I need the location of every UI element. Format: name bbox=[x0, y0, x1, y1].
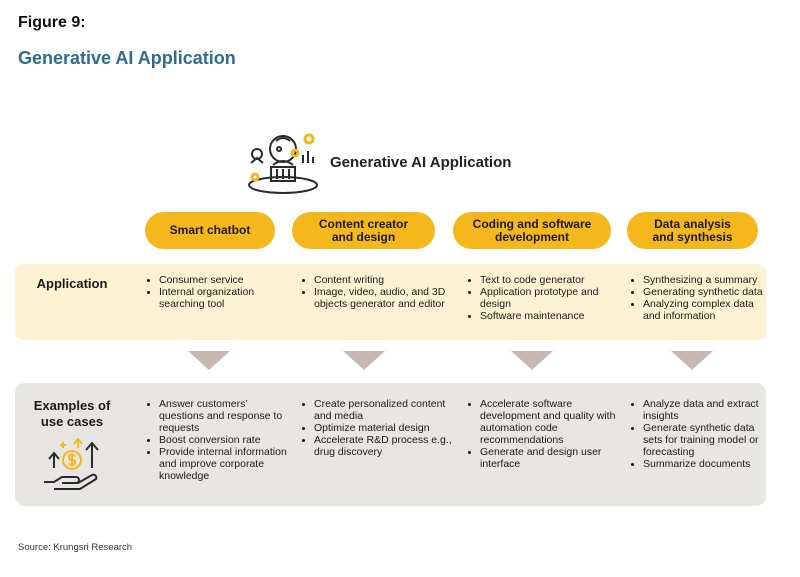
list-item: Provide internal information and improve… bbox=[159, 446, 289, 482]
list-item: Answer customers’ questions and response… bbox=[159, 398, 289, 434]
down-arrow-icon bbox=[511, 351, 553, 370]
figure-title: Generative AI Application bbox=[18, 48, 236, 68]
header-title: Generative AI Application bbox=[330, 154, 512, 171]
down-arrow-icon bbox=[671, 351, 713, 370]
list-item: Accelerate software development and qual… bbox=[480, 398, 620, 446]
list-item: Analyzing complex data and information bbox=[643, 298, 771, 322]
list-item: Consumer service bbox=[159, 274, 289, 286]
examples-list-2: Create personalized content and media Op… bbox=[300, 398, 454, 458]
list-item: Boost conversion rate bbox=[159, 434, 289, 446]
application-list-4: Synthesizing a summary Generating synthe… bbox=[629, 274, 771, 322]
list-item: Analyze data and extract insights bbox=[643, 398, 771, 422]
list-item: Image, video, audio, and 3D objects gene… bbox=[314, 286, 454, 310]
list-item: Create personalized content and media bbox=[314, 398, 454, 422]
list-item: Application prototype and design bbox=[480, 286, 620, 310]
examples-list-1: Answer customers’ questions and response… bbox=[145, 398, 289, 482]
down-arrow-icon bbox=[343, 351, 385, 370]
application-list-3: Text to code generator Application proto… bbox=[466, 274, 620, 322]
application-label: Application bbox=[36, 276, 108, 291]
down-arrow-icon bbox=[188, 351, 230, 370]
list-item: Generating synthetic data bbox=[643, 286, 771, 298]
application-list-1: Consumer service Internal organization s… bbox=[145, 274, 289, 310]
figure-label: Figure 9: bbox=[18, 14, 86, 31]
application-list-2: Content writing Image, video, audio, and… bbox=[300, 274, 454, 310]
list-item: Content writing bbox=[314, 274, 454, 286]
list-item: Software maintenance bbox=[480, 310, 620, 322]
category-coding: Coding and software development bbox=[453, 212, 611, 249]
examples-label: Examples of use cases bbox=[33, 398, 111, 429]
examples-band bbox=[15, 383, 766, 506]
list-item: Generate synthetic data sets for trainin… bbox=[643, 422, 771, 458]
category-data-analysis: Data analysis and synthesis bbox=[627, 212, 758, 249]
list-item: Text to code generator bbox=[480, 274, 620, 286]
ai-robot-icon bbox=[248, 133, 318, 194]
list-item: Internal organization searching tool bbox=[159, 286, 289, 310]
list-item: Synthesizing a summary bbox=[643, 274, 771, 286]
examples-list-3: Accelerate software development and qual… bbox=[466, 398, 620, 470]
list-item: Optimize material design bbox=[314, 422, 454, 434]
list-item: Generate and design user interface bbox=[480, 446, 620, 470]
growth-money-hand-icon bbox=[44, 438, 99, 490]
category-content-creator: Content creator and design bbox=[292, 212, 435, 249]
application-band bbox=[15, 264, 766, 340]
list-item: Accelerate R&D process e.g., drug discov… bbox=[314, 434, 454, 458]
list-item: Summarize documents bbox=[643, 458, 771, 470]
examples-list-4: Analyze data and extract insights Genera… bbox=[629, 398, 771, 470]
source-note: Source: Krungsri Research bbox=[18, 542, 133, 553]
category-smart-chatbot: Smart chatbot bbox=[145, 212, 275, 249]
